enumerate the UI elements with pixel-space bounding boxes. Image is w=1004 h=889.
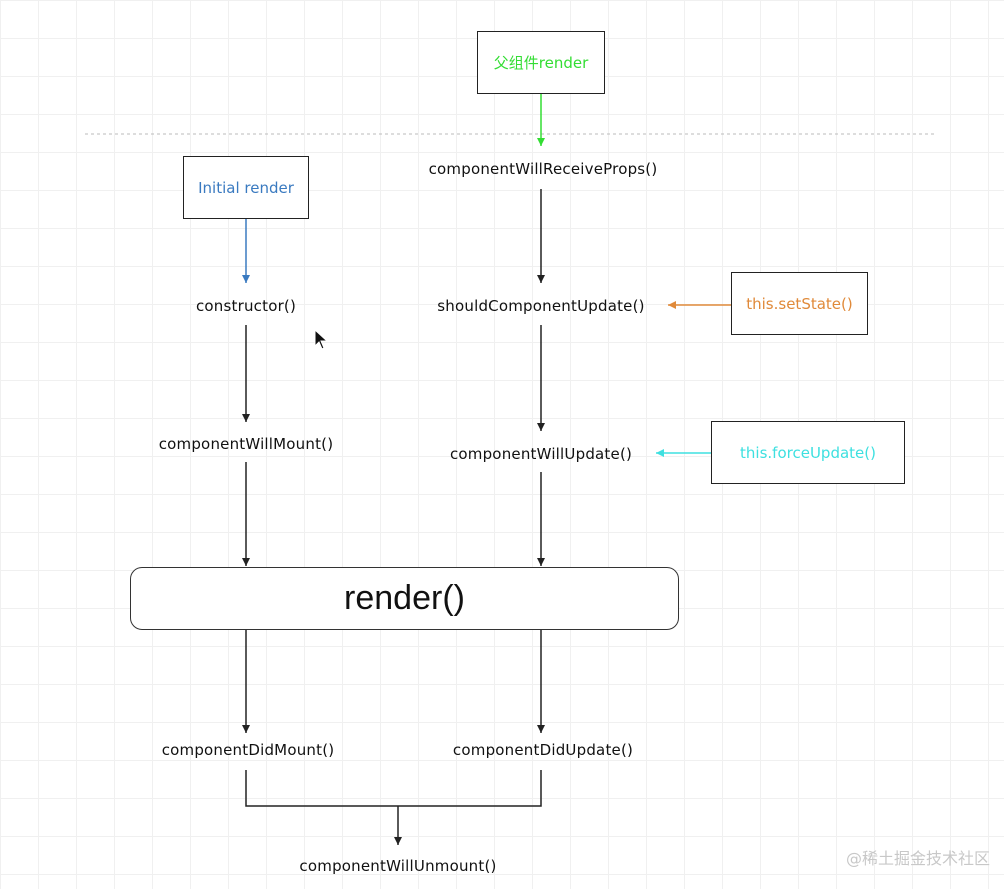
parent-render-label: 父组件render <box>493 54 589 72</box>
method-component-did-update: componentDidUpdate() <box>452 741 634 759</box>
initial-render-label: Initial render <box>198 178 294 197</box>
method-should-component-update: shouldComponentUpdate() <box>437 297 645 315</box>
merge-bracket <box>245 770 542 807</box>
mouse-cursor-icon <box>314 329 329 350</box>
force-update-box: this.forceUpdate() <box>711 421 905 484</box>
render-box: render() <box>130 567 679 630</box>
method-component-will-receive-props: componentWillReceiveProps() <box>428 160 658 178</box>
method-component-did-mount: componentDidMount() <box>161 741 335 759</box>
watermark: @稀土掘金技术社区 <box>845 849 990 868</box>
parent-render-box: 父组件render <box>477 31 605 94</box>
set-state-label: this.setState() <box>746 294 853 313</box>
set-state-box: this.setState() <box>731 272 868 335</box>
render-label: render() <box>344 579 465 617</box>
method-component-will-update: componentWillUpdate() <box>449 445 633 463</box>
method-component-will-mount: componentWillMount() <box>158 435 334 453</box>
method-constructor: constructor() <box>195 297 297 315</box>
method-component-will-unmount: componentWillUnmount() <box>299 857 497 875</box>
initial-render-box: Initial render <box>183 156 309 219</box>
force-update-label: this.forceUpdate() <box>740 443 876 462</box>
